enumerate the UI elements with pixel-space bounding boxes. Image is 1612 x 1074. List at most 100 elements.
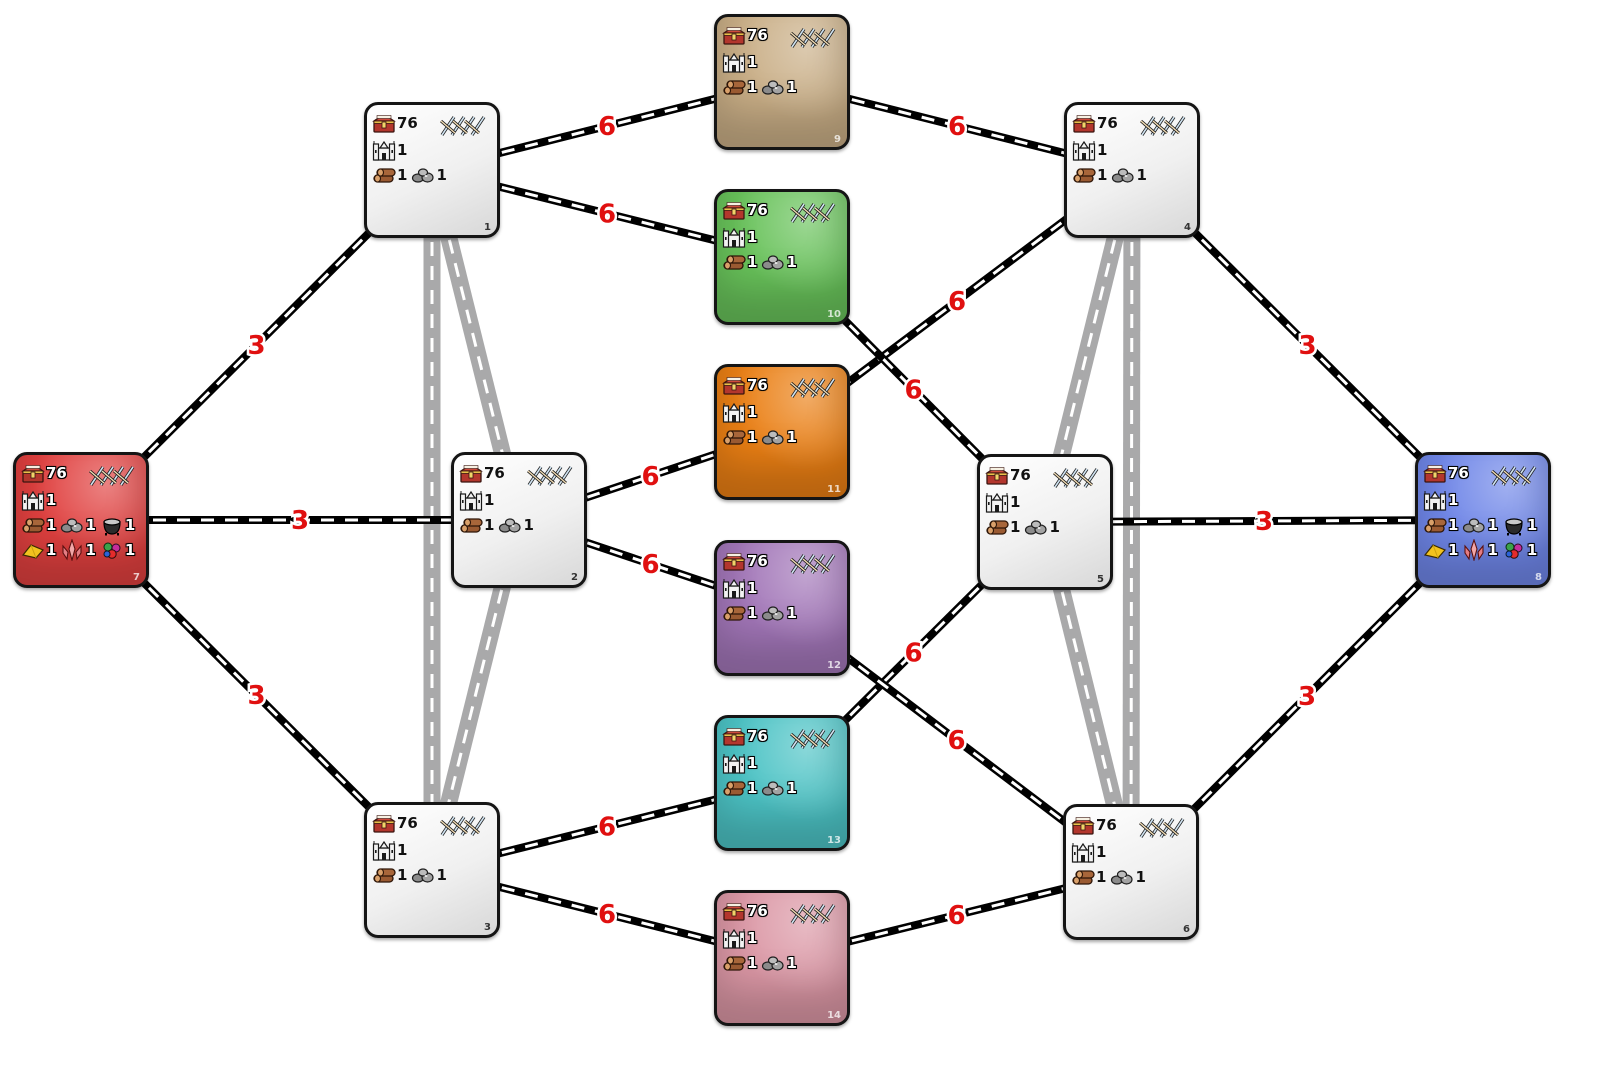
crossed-swords-icon [1139,113,1189,137]
wood-logs-icon [985,516,1009,538]
wood-logs-icon [1072,164,1096,186]
castle-count: 1 [747,754,758,772]
crossed-swords-icon [789,375,839,399]
treasure-chest-icon [1071,814,1095,836]
ore-stones-icon [761,76,785,98]
connection-guard-label: 6 [904,376,922,406]
road-center-line [1129,169,1134,873]
castle-count: 1 [747,579,758,597]
wood-count: 1 [747,779,758,797]
castle-row: 1 [722,51,757,73]
castle-row: 1 [722,401,757,423]
gold-value: 76 [747,902,768,920]
ore-count: 1 [436,166,447,184]
gold-value: 76 [1097,114,1118,132]
gold-row: 76 [722,374,768,396]
castle-count: 1 [1096,843,1107,861]
connection-guard-label: 6 [598,200,616,230]
sulfur-count: 1 [46,541,57,559]
castle-row: 1 [1423,489,1458,511]
castle-count: 1 [46,491,57,509]
connection-guard-label: 3 [247,331,265,361]
connection-guard-label: 6 [598,900,616,930]
sulfur-count: 1 [1448,541,1459,559]
gold-row: 76 [372,812,418,834]
connection-guard-label: 3 [1298,331,1316,361]
wood-logs-icon [722,777,746,799]
castle-row: 1 [372,139,407,161]
wood-logs-icon [372,164,396,186]
gold-value: 76 [747,376,768,394]
zone-number: 5 [1097,574,1104,585]
zone-number: 8 [1535,572,1542,583]
wood-count: 1 [1096,868,1107,886]
castle-row: 1 [1072,139,1107,161]
treasure-chest-icon [722,374,746,396]
wood-logs-icon [21,514,45,536]
wood-count: 1 [747,253,758,271]
ore-count: 1 [786,604,797,622]
ore-stones-icon [761,952,785,974]
connection-8-5 [1044,516,1484,526]
treasure-chest-icon [1423,462,1447,484]
treasure-chest-icon [1072,112,1096,134]
ore-count: 1 [1049,518,1060,536]
treasure-chest-icon [722,900,746,922]
connection-guard-label: 3 [247,681,265,711]
ore-count: 1 [786,428,797,446]
treasure-chest-icon [21,462,45,484]
mercury-count: 1 [124,516,136,534]
wood-count: 1 [484,516,495,534]
mercury-cauldron-icon [1502,514,1526,536]
castle-row: 1 [722,577,757,599]
wood-logs-icon [1423,514,1447,536]
connection-guard-label: 6 [641,550,659,580]
castle-count: 1 [397,141,408,159]
wood-logs-icon [722,952,746,974]
ore-count: 1 [786,78,797,96]
connection-guard-label: 6 [904,639,922,669]
castle-icon [985,491,1009,513]
gold-row: 76 [372,112,418,134]
castle-count: 1 [1097,141,1108,159]
castle-icon [722,577,746,599]
gold-row: 76 [1423,462,1469,484]
castle-icon [722,927,746,949]
zone-number: 4 [1184,222,1191,233]
gold-value: 76 [747,26,768,44]
treasure-chest-icon [722,199,746,221]
castle-icon [372,839,396,861]
castle-icon [1423,489,1447,511]
gold-value: 76 [1010,466,1031,484]
crossed-swords-icon [439,113,489,137]
connection-guard-label: 3 [1255,507,1273,537]
gold-value: 76 [46,464,67,482]
castle-count: 1 [1010,493,1021,511]
treasure-chest-icon [372,112,396,134]
castle-icon [1072,139,1096,161]
zone-number: 6 [1183,924,1190,935]
castle-icon [459,489,483,511]
crystal-icon [60,539,84,561]
